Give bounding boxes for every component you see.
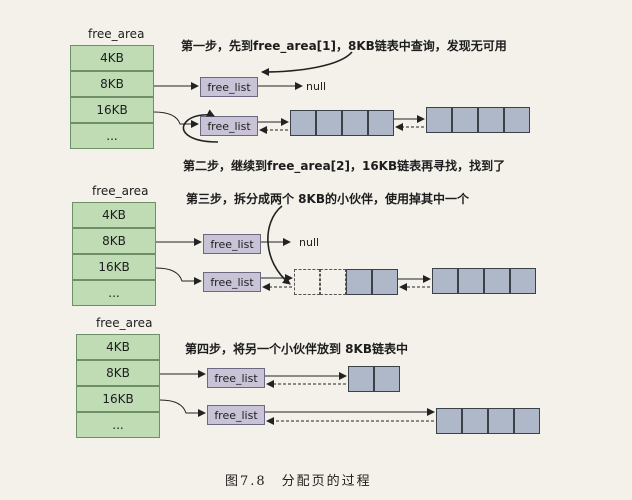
page-block: [346, 269, 372, 295]
free-list-16kb: free_list: [207, 405, 265, 425]
free-area-cell-4kb: 4KB: [72, 202, 156, 228]
step-3-note: 第三步，拆分成两个 8KB的小伙伴，使用掉其中一个: [186, 192, 469, 206]
free-list-8kb: free_list: [207, 368, 265, 388]
page-block: [488, 408, 514, 434]
free-area-title-3: free_area: [96, 316, 153, 330]
free-area-cell-4kb: 4KB: [70, 45, 154, 71]
page-block: [372, 269, 398, 295]
null-label: null: [306, 80, 327, 93]
page-block-used: [320, 269, 346, 295]
page-block: [458, 268, 484, 294]
page-block: [432, 268, 458, 294]
free-area-title-2: free_area: [92, 184, 149, 198]
step-4-note: 第四步，将另一个小伙伴放到 8KB链表中: [185, 342, 408, 356]
page-block: [484, 268, 510, 294]
page-block: [462, 408, 488, 434]
step-1-note: 第一步，先到free_area[1]，8KB链表中查询，发现无可用: [181, 39, 507, 53]
free-area-cell-more: ...: [76, 412, 160, 438]
step-2-note: 第二步，继续到free_area[2]，16KB链表再寻找，找到了: [183, 159, 506, 173]
free-list-16kb: free_list: [200, 116, 258, 136]
free-area-cell-8kb: 8KB: [70, 71, 154, 97]
page-block: [342, 110, 368, 136]
page-block: [290, 110, 316, 136]
page-block: [436, 408, 462, 434]
page-block: [316, 110, 342, 136]
page-block: [348, 366, 374, 392]
page-block: [514, 408, 540, 434]
free-area-cell-8kb: 8KB: [72, 228, 156, 254]
free-list-8kb: free_list: [200, 77, 258, 97]
free-area-cell-4kb: 4KB: [76, 334, 160, 360]
free-area-cell-16kb: 16KB: [70, 97, 154, 123]
null-label: null: [299, 236, 320, 249]
free-area-cell-16kb: 16KB: [72, 254, 156, 280]
page-block: [374, 366, 400, 392]
free-area-title-1: free_area: [88, 27, 145, 41]
free-area-cell-8kb: 8KB: [76, 360, 160, 386]
page-block: [368, 110, 394, 136]
free-list-16kb: free_list: [203, 272, 261, 292]
page-block: [452, 107, 478, 133]
free-area-cell-more: ...: [70, 123, 154, 149]
page-block: [426, 107, 452, 133]
page-block: [510, 268, 536, 294]
page-block: [504, 107, 530, 133]
figure-caption: 图7.8 分配页的过程: [225, 474, 372, 489]
free-area-cell-more: ...: [72, 280, 156, 306]
free-list-8kb: free_list: [203, 234, 261, 254]
page-block: [478, 107, 504, 133]
page-block-used: [294, 269, 320, 295]
free-area-cell-16kb: 16KB: [76, 386, 160, 412]
